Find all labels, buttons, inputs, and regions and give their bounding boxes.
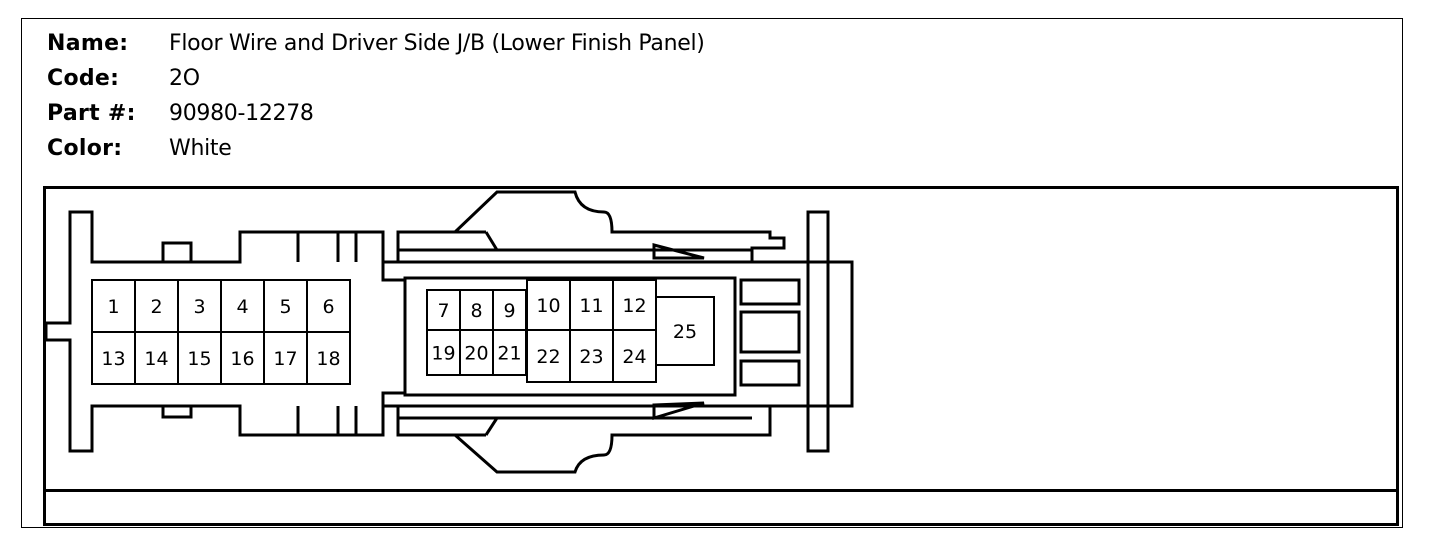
pin-number-2: 2 xyxy=(150,296,162,318)
pin-cavity-18 xyxy=(306,331,351,385)
pin-number-18: 18 xyxy=(316,348,340,370)
part-number-row: Part #: 90980-12278 xyxy=(47,96,705,131)
pin-number-9: 9 xyxy=(503,300,515,322)
pin-cavity-13 xyxy=(91,331,136,385)
pin-number-14: 14 xyxy=(144,348,168,370)
pin-number-22: 22 xyxy=(536,346,560,368)
pin-cavity-22 xyxy=(526,329,571,383)
side-slot xyxy=(739,278,801,306)
latch-tab-top xyxy=(161,241,193,264)
name-value: Floor Wire and Driver Side J/B (Lower Fi… xyxy=(169,31,705,56)
pin-number-4: 4 xyxy=(236,296,248,318)
pin-number-11: 11 xyxy=(579,295,603,317)
pin-number-6: 6 xyxy=(322,296,334,318)
pin-number-16: 16 xyxy=(230,348,254,370)
pin-cavity-2 xyxy=(134,279,179,333)
pin-number-12: 12 xyxy=(622,295,646,317)
code-row: Code: 2O xyxy=(47,61,705,96)
pin-number-7: 7 xyxy=(437,300,449,322)
color-label: Color: xyxy=(47,136,123,161)
pin-cavity-25 xyxy=(655,296,715,366)
pin-cavity-17 xyxy=(263,331,308,385)
code-value: 2O xyxy=(169,66,200,91)
pin-number-25: 25 xyxy=(673,321,697,343)
center-latch-line xyxy=(484,231,499,251)
pin-number-17: 17 xyxy=(273,348,297,370)
code-label: Code: xyxy=(47,66,120,91)
pin-number-20: 20 xyxy=(464,343,488,365)
pin-number-24: 24 xyxy=(622,346,646,368)
pin-number-5: 5 xyxy=(279,296,291,318)
pin-cavity-19 xyxy=(426,329,461,376)
center-latch-line xyxy=(484,417,499,436)
center-latch-bottom xyxy=(396,406,772,474)
pin-number-15: 15 xyxy=(187,348,211,370)
connector-card-frame xyxy=(21,18,1403,528)
pin-cavity-23 xyxy=(569,329,614,383)
housing-outline xyxy=(44,210,854,453)
part-number-label: Part #: xyxy=(47,101,136,126)
name-label: Name: xyxy=(47,31,129,56)
inner-cavity xyxy=(381,262,407,406)
pin-number-10: 10 xyxy=(536,295,560,317)
pin-cavity-24 xyxy=(612,329,657,383)
pin-number-3: 3 xyxy=(193,296,205,318)
pin-number-8: 8 xyxy=(470,300,482,322)
wedge-bottom xyxy=(652,401,705,421)
pin-cavity-3 xyxy=(177,279,222,333)
center-latch-top xyxy=(396,190,786,262)
side-slot xyxy=(739,359,801,387)
part-number-value: 90980-12278 xyxy=(169,101,314,126)
connector-info: Name: Floor Wire and Driver Side J/B (Lo… xyxy=(47,26,705,166)
pin-number-19: 19 xyxy=(431,343,455,365)
pin-number-21: 21 xyxy=(497,343,521,365)
pin-number-23: 23 xyxy=(579,346,603,368)
name-row: Name: Floor Wire and Driver Side J/B (Lo… xyxy=(47,26,705,61)
inner-cavity xyxy=(403,276,737,397)
housing-end-cap xyxy=(806,210,830,453)
diagram-divider xyxy=(43,489,1399,492)
color-value: White xyxy=(169,136,232,161)
side-slot xyxy=(739,310,801,354)
pin-cavity-10 xyxy=(526,279,571,331)
wedge-top xyxy=(652,243,705,260)
pin-number-1: 1 xyxy=(107,296,119,318)
connector-diagram-box xyxy=(43,186,1399,526)
latch-tab-bottom xyxy=(161,404,193,419)
pin-number-13: 13 xyxy=(101,348,125,370)
color-row: Color: White xyxy=(47,131,705,166)
